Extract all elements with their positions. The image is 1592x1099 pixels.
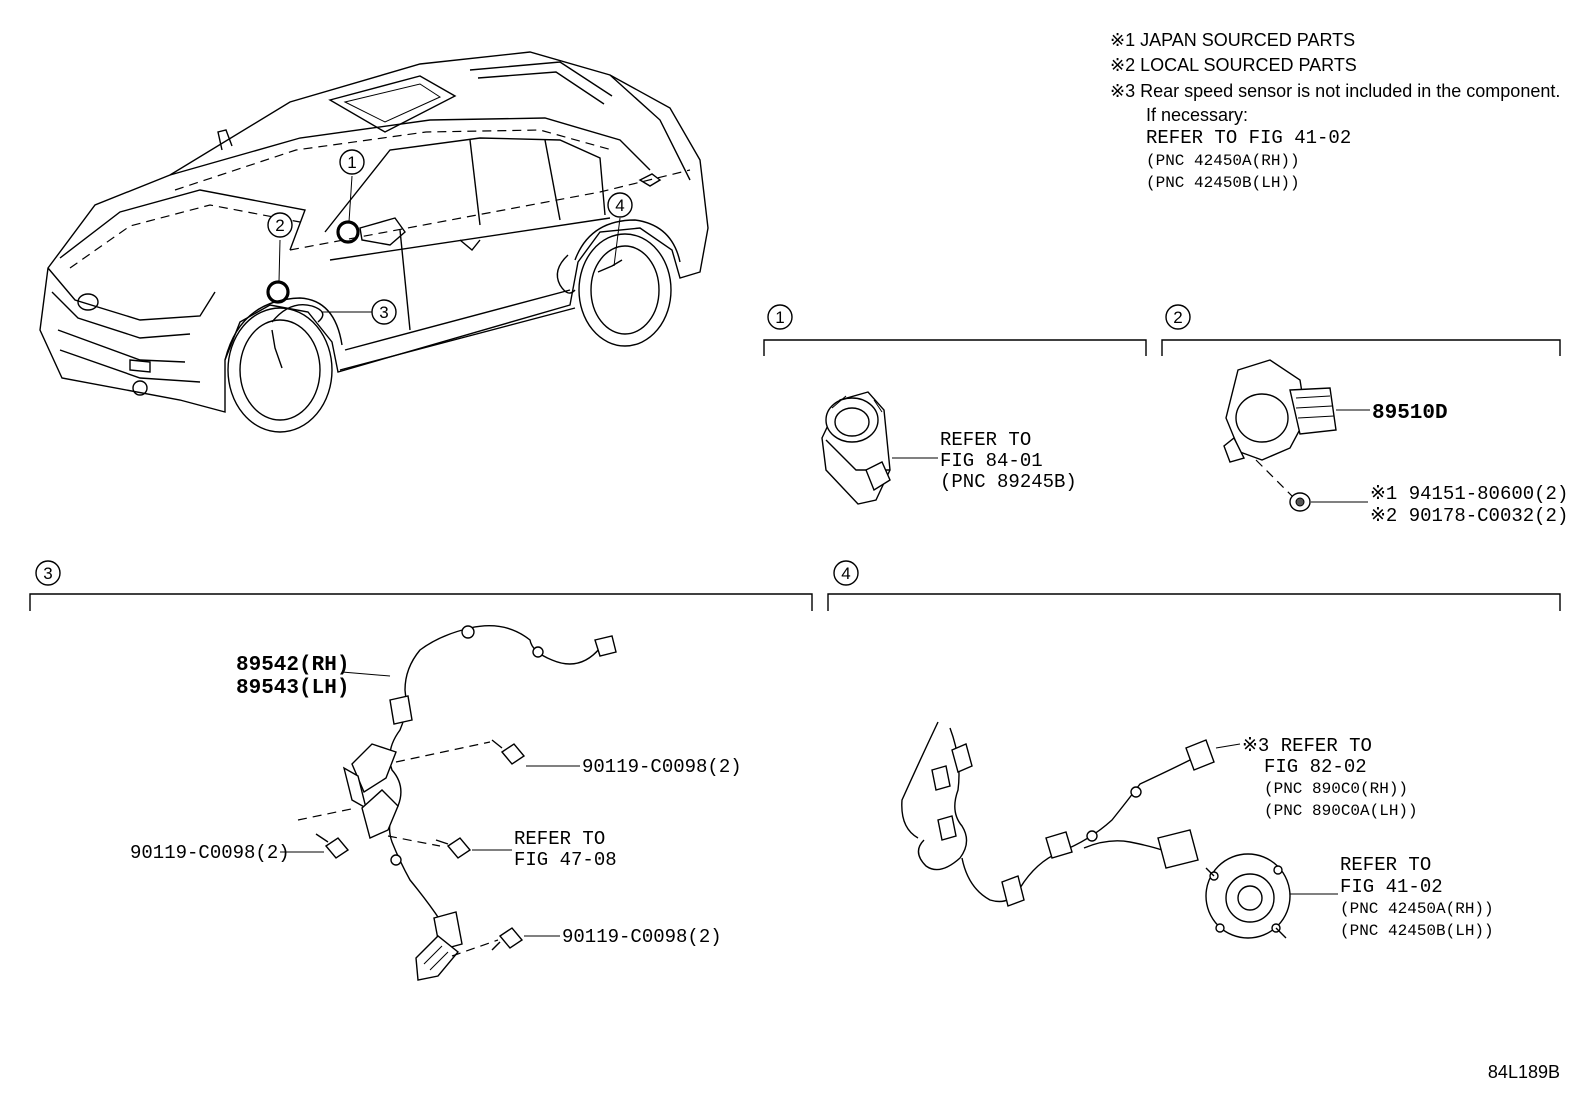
steering-angle-sensor-part bbox=[821, 391, 891, 505]
yaw-rate-sensor-part bbox=[1223, 359, 1337, 463]
rear-speed-sensor-harness bbox=[901, 721, 1215, 907]
section-3-bolt-lower-label: 90119-C0098(2) bbox=[562, 926, 722, 948]
bolt-upper bbox=[491, 739, 526, 765]
section-1-pnc: (PNC 89245B) bbox=[940, 471, 1077, 493]
section-3-bolt-upper-label: 90119-C0098(2) bbox=[582, 756, 742, 778]
bolt-middle bbox=[435, 837, 472, 859]
section-4-ref-a-line3: (PNC 890C0(RH)) bbox=[1264, 780, 1408, 798]
rear-axle-hub-part bbox=[1205, 853, 1291, 939]
svg-text:2: 2 bbox=[275, 216, 284, 235]
section-3-bolt-left-label: 90119-C0098(2) bbox=[130, 842, 290, 864]
notes-block: ※1 JAPAN SOURCED PARTS ※2 LOCAL SOURCED … bbox=[1110, 30, 1560, 192]
section-2-callout: 2 bbox=[1173, 308, 1182, 327]
overview-callout-1: 1 bbox=[339, 149, 365, 175]
section-2-fastener-japan: ※1 94151-80600(2) bbox=[1370, 483, 1568, 505]
overview-callout-2: 2 bbox=[267, 212, 293, 238]
note-if-necessary: If necessary: bbox=[1146, 105, 1248, 125]
section-4: 4 ※3 REFER TO FIG 82-02 (PNC 890C0(RH)) … bbox=[827, 560, 1561, 940]
front-wheel bbox=[227, 307, 333, 433]
section-3: 3 89542(RH) 89543(LH) 90119-C0098(2) bbox=[29, 560, 813, 981]
section-3-sensor-lh: 89543(LH) bbox=[236, 677, 349, 700]
note-pnc-lh: (PNC 42450B(LH)) bbox=[1146, 174, 1300, 192]
svg-text:3: 3 bbox=[379, 303, 388, 322]
rear-wheel bbox=[578, 233, 672, 347]
note-japan-sourced: ※1 JAPAN SOURCED PARTS bbox=[1110, 30, 1355, 50]
nut-part bbox=[1289, 492, 1311, 512]
location-marker-1 bbox=[336, 220, 360, 244]
bolt-left bbox=[315, 833, 350, 859]
overview-callout-4: 4 bbox=[607, 192, 633, 218]
drawing-code: 84L189B bbox=[1488, 1062, 1560, 1082]
front-speed-sensor-harness bbox=[342, 625, 617, 981]
location-marker-2 bbox=[266, 280, 290, 304]
section-4-ref-b-line1: REFER TO bbox=[1340, 854, 1431, 876]
note-refer-fig: REFER TO FIG 41-02 bbox=[1146, 127, 1351, 149]
section-4-ref-a-line2: FIG 82-02 bbox=[1264, 756, 1367, 778]
section-4-callout: 4 bbox=[841, 564, 850, 583]
section-1-fig: FIG 84-01 bbox=[940, 450, 1043, 472]
section-4-ref-a-line1: ※3 REFER TO bbox=[1242, 735, 1372, 757]
note-local-sourced: ※2 LOCAL SOURCED PARTS bbox=[1110, 55, 1357, 75]
note-rear-sensor: ※3 Rear speed sensor is not included in … bbox=[1110, 81, 1560, 101]
svg-text:1: 1 bbox=[347, 153, 356, 172]
section-3-fig: FIG 47-08 bbox=[514, 849, 617, 871]
section-4-ref-a-line4: (PNC 890C0A(LH)) bbox=[1264, 802, 1418, 820]
note-pnc-rh: (PNC 42450A(RH)) bbox=[1146, 152, 1300, 170]
section-4-ref-b-line3: (PNC 42450A(RH)) bbox=[1340, 900, 1494, 918]
section-3-refer-to: REFER TO bbox=[514, 828, 605, 850]
section-1: 1 REFER TO FIG 84-01 (PNC 89245B) bbox=[763, 304, 1147, 505]
section-2-fastener-local: ※2 90178-C0032(2) bbox=[1370, 505, 1568, 527]
section-4-ref-b-line4: (PNC 42450B(LH)) bbox=[1340, 922, 1494, 940]
overview-callout-3: 3 bbox=[371, 299, 397, 325]
section-1-callout: 1 bbox=[775, 308, 784, 327]
bolt-lower bbox=[491, 927, 524, 951]
section-4-ref-b-line2: FIG 41-02 bbox=[1340, 876, 1443, 898]
section-2-part-number: 89510D bbox=[1372, 402, 1448, 425]
section-3-callout: 3 bbox=[43, 564, 52, 583]
section-1-refer-to: REFER TO bbox=[940, 429, 1031, 451]
section-3-sensor-rh: 89542(RH) bbox=[236, 654, 349, 677]
vehicle-illustration bbox=[39, 51, 709, 433]
section-2: 2 89510D ※1 94151-80600(2) ※2 90178-C003… bbox=[1161, 304, 1568, 527]
svg-text:4: 4 bbox=[615, 196, 624, 215]
